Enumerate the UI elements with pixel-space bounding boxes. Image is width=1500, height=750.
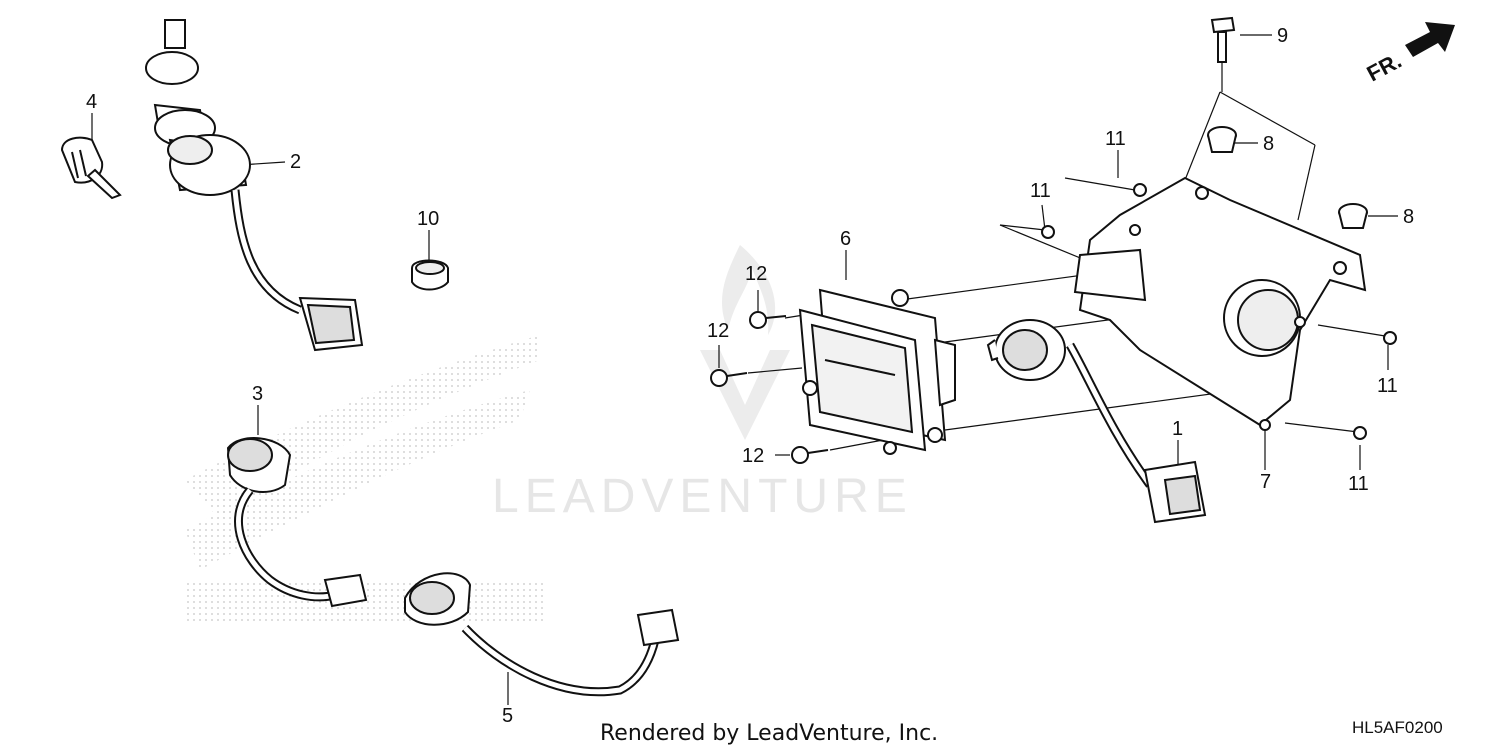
callout-11a: 11: [1105, 128, 1126, 150]
callout-7: 7: [1260, 471, 1271, 493]
callout-12b: 12: [707, 320, 729, 342]
screws-part-11: [1041, 183, 1397, 440]
clamp-part-10: [411, 259, 449, 291]
callout-1: 1: [1172, 418, 1183, 440]
bracket-part-7: [1073, 176, 1367, 431]
callout-12a: 12: [745, 263, 767, 285]
callout-10: 10: [417, 208, 439, 230]
callout-5: 5: [502, 705, 513, 727]
callout-8a: 8: [1263, 133, 1274, 155]
callout-11b: 11: [1030, 180, 1051, 202]
callout-8b: 8: [1403, 206, 1414, 228]
callout-labels: 1 2 3 4 5 6 7 8 8 9 10 11 11 11 11 12 12…: [86, 25, 1414, 727]
callout-11c: 11: [1377, 375, 1398, 397]
footer-credit: Rendered by LeadVenture, Inc.: [600, 721, 938, 746]
callout-2: 2: [290, 151, 301, 173]
arrow-right-icon: [1405, 22, 1455, 57]
grommet-part-8b: [1338, 203, 1368, 229]
harness-part-3: [226, 437, 368, 608]
socket-harness-part-1: [986, 319, 1207, 524]
callout-12c: 12: [742, 445, 764, 467]
callout-4: 4: [86, 91, 97, 113]
grommet-part-8a: [1207, 126, 1237, 153]
watermark-text: LEADVENTURE: [492, 470, 913, 523]
direction-label: FR.: [1363, 48, 1406, 87]
screws-part-12: [710, 311, 829, 464]
callout-6: 6: [840, 228, 851, 250]
callout-3: 3: [252, 383, 263, 405]
front-direction-indicator: FR.: [1363, 22, 1455, 86]
callout-11d: 11: [1348, 473, 1369, 495]
meter-housing-part-6: [798, 288, 956, 455]
fastener-part-9: [1210, 16, 1236, 63]
diagram-code: HL5AF0200: [1352, 718, 1443, 737]
key-part-4: [60, 136, 122, 200]
harness-part-5: [404, 572, 680, 697]
ignition-switch-part-2: [145, 19, 364, 352]
callout-9: 9: [1277, 25, 1288, 47]
